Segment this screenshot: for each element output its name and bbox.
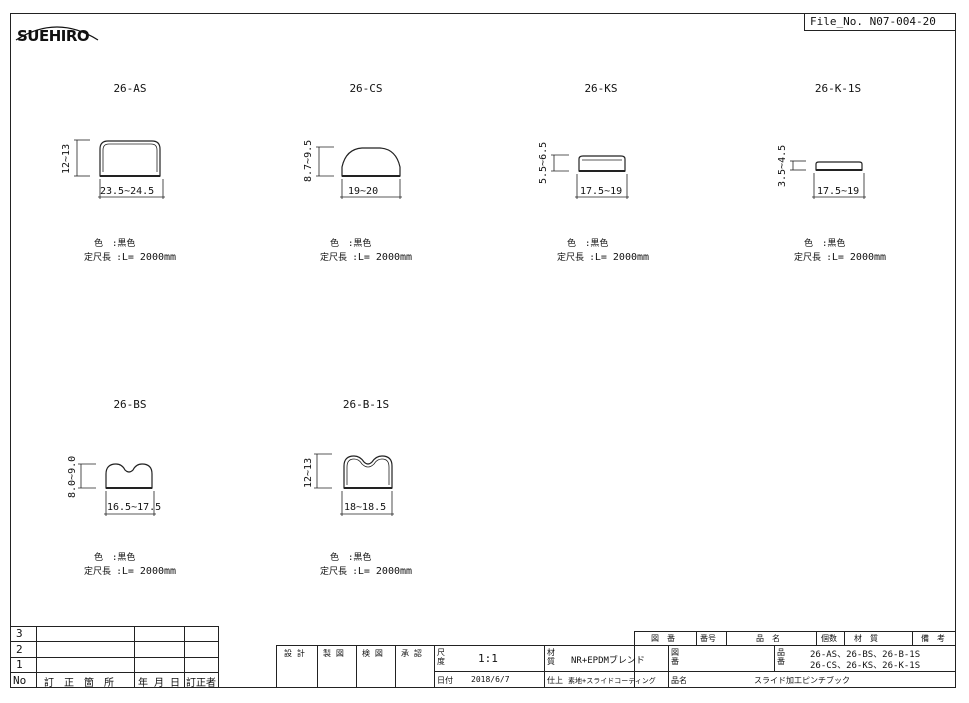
length-label: 定尺長 : bbox=[320, 253, 358, 263]
part-notes: 色 :黒色 定尺長 :L= 2000mm bbox=[320, 552, 412, 579]
height-dimension: 5.5~6.5 bbox=[538, 141, 549, 184]
product-name-label: 品名 bbox=[671, 676, 687, 685]
length-value: L= 2000mm bbox=[831, 252, 887, 263]
width-dimension: 23.5~24.5 bbox=[100, 186, 155, 197]
header-zuban: 図 番 bbox=[651, 634, 675, 643]
width-dimension: 17.5~19 bbox=[580, 186, 623, 197]
part-notes: 色 :黒色 定尺長 :L= 2000mm bbox=[84, 238, 176, 265]
finish-label: 仕上 bbox=[547, 676, 563, 685]
header-number: 番号 bbox=[700, 634, 716, 643]
file-number: File_No. N07-004-20 bbox=[804, 13, 955, 31]
height-dimension: 8.7~9.5 bbox=[303, 139, 314, 182]
color-label: 色 : bbox=[94, 553, 118, 563]
width-dimension: 17.5~19 bbox=[817, 186, 860, 197]
material-label: 材質 bbox=[547, 648, 555, 666]
design-label: 設 計 bbox=[284, 649, 305, 658]
part-notes: 色 :黒色 定尺長 :L= 2000mm bbox=[557, 238, 649, 265]
length-label: 定尺長 : bbox=[84, 567, 122, 577]
color-label: 色 : bbox=[804, 239, 828, 249]
material-value: NR+EPDMブレンド bbox=[571, 656, 645, 666]
scale-value: 1:1 bbox=[478, 652, 498, 665]
part-no-label: 品番 bbox=[777, 648, 785, 666]
length-label: 定尺長 : bbox=[794, 253, 832, 263]
header-material: 材 質 bbox=[854, 634, 878, 643]
profile-26-k-1s bbox=[790, 160, 866, 199]
profile-26-ks bbox=[551, 154, 629, 199]
length-label: 定尺長 : bbox=[84, 253, 122, 263]
color-value: 黒色 bbox=[590, 239, 609, 249]
part-title: 26-KS bbox=[584, 82, 618, 95]
length-value: L= 2000mm bbox=[594, 252, 650, 263]
date-label: 日付 bbox=[437, 676, 453, 685]
length-value: L= 2000mm bbox=[121, 252, 177, 263]
height-dimension: 12~13 bbox=[303, 457, 314, 488]
length-label: 定尺長 : bbox=[557, 253, 595, 263]
color-value: 黒色 bbox=[827, 239, 846, 249]
logo-mark: SUEHIRO bbox=[15, 26, 99, 45]
part-title: 26-K-1S bbox=[814, 82, 862, 95]
revision-row: 3 bbox=[16, 627, 23, 640]
suehiro-logo: SUEHIRO bbox=[14, 20, 100, 48]
part-no-line1: 26-AS、26-BS、26-B-1S bbox=[810, 650, 921, 660]
part-title: 26-CS bbox=[349, 82, 383, 95]
revision-no-header: No bbox=[13, 674, 27, 687]
profile-26-cs bbox=[316, 146, 402, 199]
part-title: 26-BS bbox=[113, 398, 147, 411]
length-value: L= 2000mm bbox=[121, 566, 177, 577]
revision-place-header: 訂 正 箇 所 bbox=[44, 678, 114, 689]
color-label: 色 : bbox=[330, 553, 354, 563]
revision-date-header: 年 月 日 bbox=[138, 678, 181, 689]
svg-text:SUEHIRO: SUEHIRO bbox=[17, 27, 89, 44]
drafting-label: 製 図 bbox=[323, 649, 344, 658]
color-value: 黒色 bbox=[353, 239, 372, 249]
color-value: 黒色 bbox=[117, 239, 136, 249]
revision-row: 2 bbox=[16, 643, 23, 656]
header-remarks: 備 考 bbox=[921, 634, 945, 643]
header-qty: 個数 bbox=[821, 634, 837, 643]
check-label: 検 図 bbox=[362, 649, 383, 658]
part-notes: 色 :黒色 定尺長 :L= 2000mm bbox=[320, 238, 412, 265]
part-notes: 色 :黒色 定尺長 :L= 2000mm bbox=[794, 238, 886, 265]
profile-26-as bbox=[74, 139, 165, 199]
part-notes: 色 :黒色 定尺長 :L= 2000mm bbox=[84, 552, 176, 579]
drawing-frame bbox=[10, 13, 956, 688]
length-value: L= 2000mm bbox=[357, 566, 413, 577]
date-value: 2018/6/7 bbox=[471, 675, 510, 684]
scale-label: 尺度 bbox=[437, 648, 445, 666]
finish-value: 素地+スライドコーティング bbox=[568, 677, 656, 685]
color-label: 色 : bbox=[94, 239, 118, 249]
approval-label: 承 認 bbox=[401, 649, 422, 658]
title-block: 図 番 番号 品 名 個数 材 質 備 考 設 計 製 図 検 図 承 認 尺度… bbox=[276, 631, 956, 688]
revision-by-header: 訂正者 bbox=[186, 678, 216, 689]
product-name-value: スライド加工ピンチブック bbox=[754, 676, 850, 685]
part-no-line2: 26-CS、26-KS、26-K-1S bbox=[810, 661, 921, 671]
revision-row: 1 bbox=[16, 658, 23, 671]
header-hinmei: 品 名 bbox=[756, 634, 780, 643]
drawing-number-label: 図番 bbox=[671, 648, 679, 666]
width-dimension: 16.5~17.5 bbox=[107, 502, 162, 513]
height-dimension: 3.5~4.5 bbox=[777, 144, 788, 187]
height-dimension: 12~13 bbox=[61, 143, 72, 174]
profile-26-bs bbox=[78, 463, 156, 516]
height-dimension: 8.0~9.0 bbox=[67, 455, 78, 498]
profile-26-b-1s bbox=[314, 453, 394, 516]
color-value: 黒色 bbox=[353, 553, 372, 563]
color-label: 色 : bbox=[330, 239, 354, 249]
width-dimension: 18~18.5 bbox=[344, 502, 387, 513]
length-label: 定尺長 : bbox=[320, 567, 358, 577]
color-value: 黒色 bbox=[117, 553, 136, 563]
width-dimension: 19~20 bbox=[348, 186, 379, 197]
color-label: 色 : bbox=[567, 239, 591, 249]
part-title: 26-B-1S bbox=[342, 398, 390, 411]
length-value: L= 2000mm bbox=[357, 252, 413, 263]
revision-block: 3 2 1 No 訂 正 箇 所 年 月 日 訂正者 bbox=[10, 626, 219, 689]
part-title: 26-AS bbox=[113, 82, 147, 95]
